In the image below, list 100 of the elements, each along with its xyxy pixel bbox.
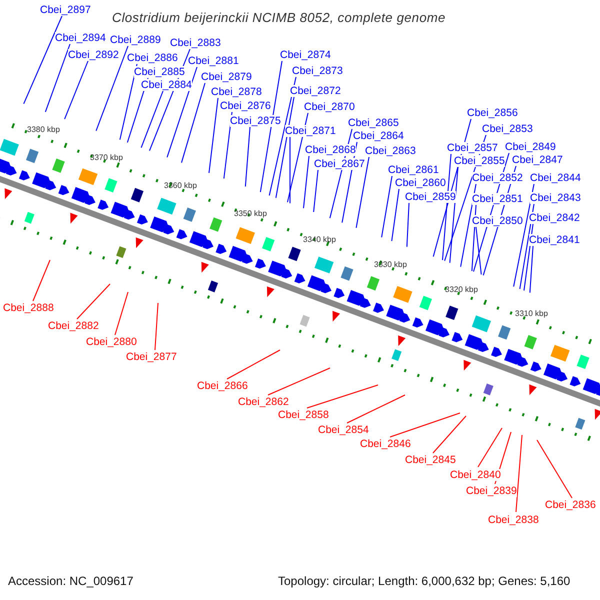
gene-label: Cbei_2879 [201, 71, 252, 83]
leader-line [432, 416, 466, 454]
leader-line [76, 284, 110, 320]
leader-line [96, 46, 128, 132]
leader-line [391, 188, 400, 242]
gene-label: Cbei_2883 [170, 37, 221, 49]
gene-label: Cbei_2859 [405, 191, 456, 203]
leader-line [275, 96, 294, 198]
leader-line [44, 44, 70, 112]
gene-label: Cbei_2873 [292, 65, 343, 77]
leader-line [154, 302, 158, 350]
gene-label: Cbei_2865 [348, 117, 399, 129]
gene-label: Cbei_2868 [305, 144, 356, 156]
leader-line [516, 434, 522, 512]
gene-label: Cbei_2871 [285, 125, 336, 137]
gene-label: Cbei_2845 [405, 454, 456, 466]
gene-label: Cbei_2849 [505, 141, 556, 153]
gene-label: Cbei_2877 [126, 351, 177, 363]
gene-label: Cbei_2884 [141, 79, 192, 91]
leader-line [313, 170, 318, 212]
position-tick-label: 3320 kbp [445, 284, 478, 296]
leader-line [268, 368, 330, 396]
gene-label: Cbei_2842 [529, 212, 580, 224]
gene-label: Cbei_2897 [40, 4, 91, 16]
gene-label: Cbei_2867 [314, 158, 365, 170]
genome-title: Clostridium beijerinckii NCIMB 8052, complete genome [112, 10, 446, 26]
leader-line [513, 184, 534, 288]
leader-line [390, 412, 460, 438]
position-tick-label: 3380 kbp [27, 124, 60, 136]
gene-label: Cbei_2874 [280, 49, 331, 61]
gene-label: Cbei_2875 [230, 115, 281, 127]
gene-label: Cbei_2846 [360, 438, 411, 450]
gene-label: Cbei_2850 [472, 215, 523, 227]
leader-line [181, 82, 206, 164]
leader-line [381, 176, 392, 238]
gene-label: Cbei_2863 [365, 145, 416, 157]
gene-label: Cbei_2847 [512, 154, 563, 166]
gene-label: Cbei_2854 [318, 424, 369, 436]
leader-line [64, 60, 88, 120]
gene-label: Cbei_2839 [466, 485, 517, 497]
leader-line [406, 202, 410, 248]
leader-line [346, 394, 406, 424]
position-tick-label: 3360 kbp [164, 180, 197, 192]
gene-label: Cbei_2843 [530, 192, 581, 204]
leader-line [260, 60, 282, 193]
gene-label: Cbei_2851 [472, 193, 523, 205]
gene-label: Cbei_2880 [86, 336, 137, 348]
position-tick-label: 3350 kbp [234, 208, 267, 220]
leader-line [306, 384, 378, 408]
leader-line [244, 126, 250, 187]
position-tick-label: 3310 kbp [515, 308, 548, 320]
gene-label: Cbei_2857 [447, 142, 498, 154]
leader-line [23, 16, 62, 104]
leader-line [449, 166, 458, 264]
gene-label: Cbei_2840 [450, 469, 501, 481]
leader-line [460, 184, 476, 268]
gene-label: Cbei_2858 [278, 409, 329, 421]
gene-label: Cbei_2856 [467, 107, 518, 119]
gene-label: Cbei_2841 [529, 234, 580, 246]
leader-line [287, 112, 308, 203]
leader-line [166, 66, 198, 158]
gene-label: Cbei_2885 [134, 66, 185, 78]
leader-line [119, 64, 138, 140]
leader-line [32, 260, 50, 302]
gene-label: Cbei_2882 [48, 320, 99, 332]
leader-line [140, 90, 164, 148]
position-tick-label: 3330 kbp [374, 259, 407, 271]
leader-line [303, 156, 310, 209]
gene-label: Cbei_2844 [530, 172, 581, 184]
leader-line [476, 226, 482, 275]
gene-label: Cbei_2888 [3, 302, 54, 314]
leader-line [442, 154, 452, 261]
leader-line [226, 350, 280, 380]
leader-line [114, 292, 128, 336]
gene-label: Cbei_2889 [110, 34, 161, 46]
gene-label: Cbei_2894 [55, 32, 106, 44]
gene-label: Cbei_2855 [454, 155, 505, 167]
leader-line [478, 428, 502, 468]
leader-line [356, 156, 370, 228]
gene-label: Cbei_2870 [304, 101, 355, 113]
gene-label: Cbei_2864 [353, 130, 404, 142]
gene-label: Cbei_2862 [238, 396, 289, 408]
gene-label: Cbei_2836 [545, 499, 596, 511]
footer-text: Topology: circular; Length: 6,000,632 bp; Genes: 5,160 [278, 574, 570, 589]
gene-label: Cbei_2852 [472, 172, 523, 184]
gene-label: Cbei_2881 [188, 55, 239, 67]
position-tick-label: 3340 kbp [303, 234, 336, 246]
gene-label: Cbei_2853 [482, 123, 533, 135]
gene-label: Cbei_2876 [220, 100, 271, 112]
gene-label: Cbei_2866 [197, 380, 248, 392]
gene-label: Cbei_2878 [211, 86, 262, 98]
leader-line [536, 440, 572, 498]
gene-label: Cbei_2860 [395, 177, 446, 189]
position-tick-label: 3370 kbp [90, 152, 123, 164]
leader-line [519, 204, 534, 290]
gene-label: Cbei_2838 [488, 514, 539, 526]
leader-line [208, 98, 218, 174]
gene-label: Cbei_2861 [388, 164, 439, 176]
footer-text: Accession: NC_009617 [8, 574, 134, 589]
leader-line [268, 76, 296, 196]
